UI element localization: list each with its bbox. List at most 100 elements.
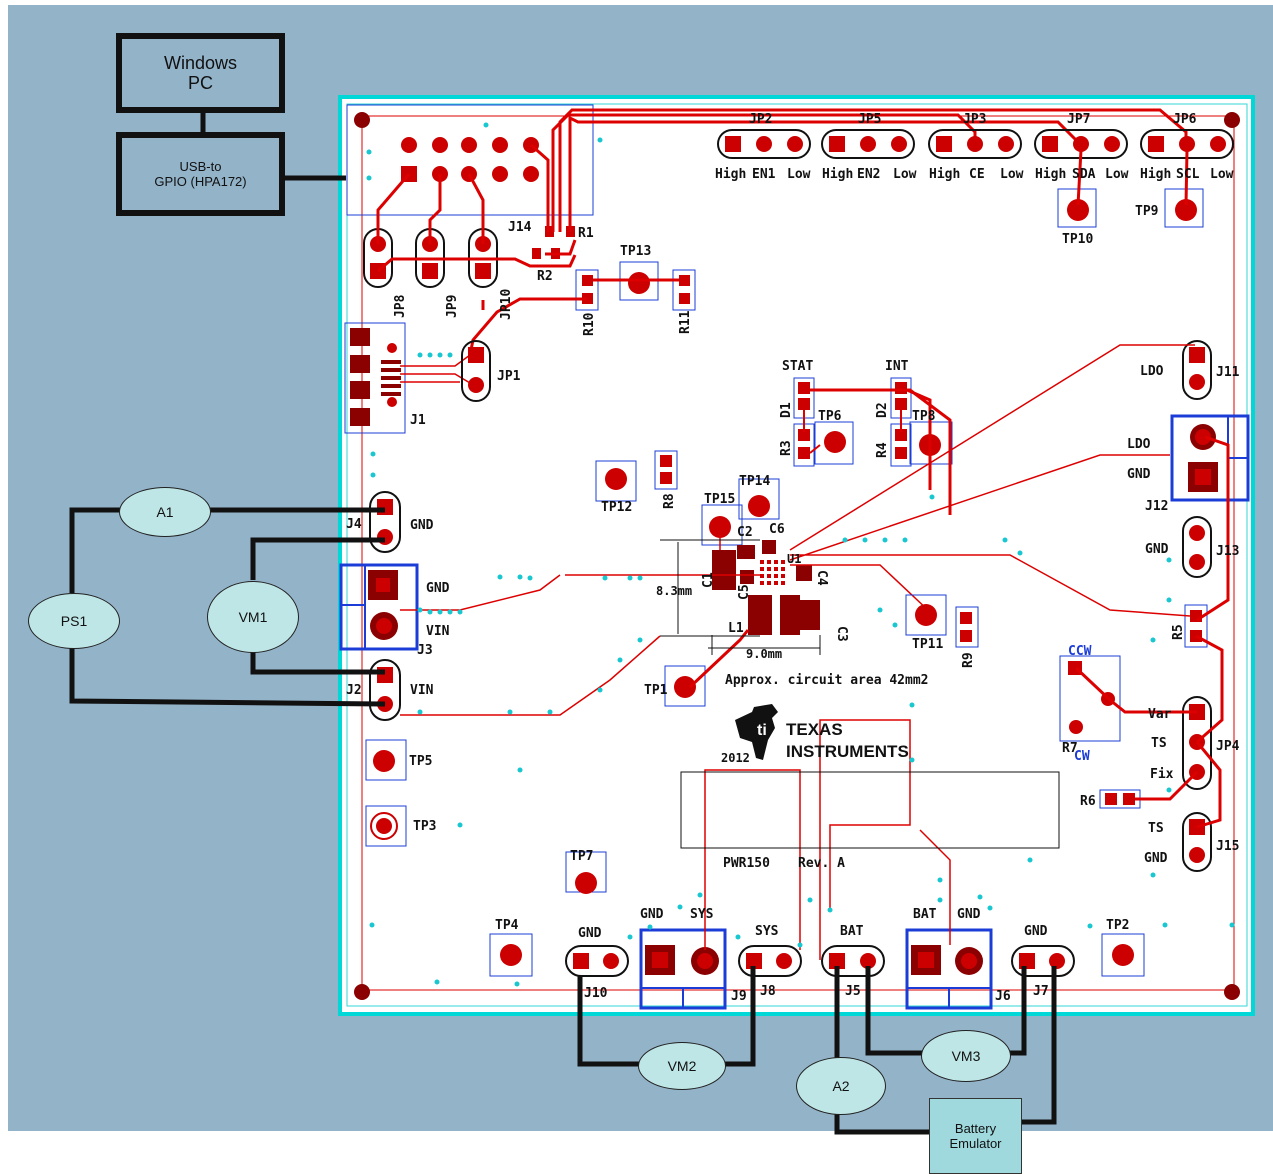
input-connectors xyxy=(339,491,661,847)
j5-bat-label: BAT xyxy=(840,924,864,939)
d1-label: D1 xyxy=(779,402,794,418)
mount-hole xyxy=(354,984,370,1000)
j14-label: J14 xyxy=(508,220,532,235)
tp12-label: TP12 xyxy=(601,500,632,515)
silkscreen-labels: High EN1 Low JP2 High EN2 Low JP5 High C… xyxy=(346,112,1240,1004)
power-supply-ps1: PS1 xyxy=(28,593,120,649)
battery-line2: Emulator xyxy=(949,1136,1002,1151)
tp3-label: TP3 xyxy=(413,819,436,834)
j8-sys-label: SYS xyxy=(755,924,779,939)
j4-label: J4 xyxy=(346,517,362,532)
rev-label: Rev. A xyxy=(798,856,845,871)
c5-label: C5 xyxy=(737,584,752,600)
jp5-low: Low xyxy=(893,167,917,182)
j7-gnd-label: GND xyxy=(1024,924,1048,939)
j1-label: J1 xyxy=(410,413,426,428)
jp3-label: JP3 xyxy=(963,112,986,127)
c4-label: C4 xyxy=(814,570,829,586)
j10-gnd-label: GND xyxy=(578,926,602,941)
jp4-label: JP4 xyxy=(1216,739,1240,754)
c2-label: C2 xyxy=(737,525,753,540)
jp7-low: Low xyxy=(1105,167,1129,182)
tp13-r10-r11 xyxy=(468,261,696,356)
jp9-label: JP9 xyxy=(445,295,460,318)
jp6-label: JP6 xyxy=(1173,112,1197,127)
j3-vin-label: VIN xyxy=(426,624,450,639)
j11-label: J11 xyxy=(1216,365,1240,380)
ts-label: TS xyxy=(1151,736,1167,751)
tp5-label: TP5 xyxy=(409,754,432,769)
ti-logo: ti xyxy=(735,704,778,760)
jp6-scl: SCL xyxy=(1176,167,1200,182)
usb-line1: USB-to xyxy=(179,159,222,174)
tp1-label: TP1 xyxy=(644,683,668,698)
tp9-label: TP9 xyxy=(1135,204,1158,219)
jp7-sda: SDA xyxy=(1072,167,1096,182)
label-area xyxy=(680,771,1060,849)
j7-label: J7 xyxy=(1033,984,1049,999)
j13-gnd-label: GND xyxy=(1145,542,1169,557)
j1-usb-connector xyxy=(344,322,471,434)
bottom-connectors xyxy=(489,719,1145,1010)
jp2-low: Low xyxy=(787,167,811,182)
svg-text:ti: ti xyxy=(757,722,767,739)
height-dimension: 8.3mm xyxy=(656,584,692,598)
j11-ldo-label: LDO xyxy=(1140,364,1164,379)
r5-label: R5 xyxy=(1171,624,1186,640)
l1-label: L1 xyxy=(728,621,744,636)
jp5-high: High xyxy=(822,167,853,182)
j6-bat-label: BAT xyxy=(913,907,937,922)
pc-line2: PC xyxy=(187,73,213,93)
jp7-high: High xyxy=(1035,167,1066,182)
j15-label: J15 xyxy=(1216,839,1239,854)
pc-line1: Windows xyxy=(163,53,238,73)
width-dimension: 9.0mm xyxy=(746,647,782,661)
tp4-label: TP4 xyxy=(495,918,519,933)
c3-label: C3 xyxy=(834,626,849,642)
vias xyxy=(366,122,1235,987)
tp6-label: TP6 xyxy=(818,409,842,424)
r9-label: R9 xyxy=(961,652,976,668)
j12-ldo-label: LDO xyxy=(1127,437,1151,452)
fix-label: Fix xyxy=(1150,767,1174,782)
jp7-label: JP7 xyxy=(1067,112,1090,127)
tp7-label: TP7 xyxy=(570,849,593,864)
tp13-label: TP13 xyxy=(620,244,651,259)
stat-label: STAT xyxy=(782,359,813,374)
j9-label: J9 xyxy=(731,989,747,1004)
var-label: Var xyxy=(1148,707,1172,722)
jp6-high: High xyxy=(1140,167,1171,182)
jp3-low: Low xyxy=(1000,167,1024,182)
c1-label: C1 xyxy=(701,572,716,588)
j3-label: J3 xyxy=(417,643,433,658)
tp14-label: TP14 xyxy=(739,474,770,489)
j15-gnd-label: GND xyxy=(1144,851,1168,866)
jp1 xyxy=(461,340,491,402)
pwr-label: PWR150 xyxy=(723,856,770,871)
int-label: INT xyxy=(885,359,909,374)
d2-label: D2 xyxy=(875,402,890,418)
tp2-label: TP2 xyxy=(1106,918,1129,933)
j10-label: J10 xyxy=(584,986,608,1001)
charger-ic-area xyxy=(565,344,1195,707)
area-note: Approx. circuit area 42mm2 xyxy=(725,673,929,688)
pcb-edge xyxy=(346,103,1248,1007)
r7-label: R7 xyxy=(1062,741,1078,756)
j15-ts-label: TS xyxy=(1148,821,1164,836)
jp3-high: High xyxy=(929,167,960,182)
r11-label: R11 xyxy=(678,310,693,334)
jp1-label: JP1 xyxy=(497,369,521,384)
j12-label: J12 xyxy=(1145,499,1168,514)
ammeter-a2: A2 xyxy=(796,1057,886,1115)
external-wiring xyxy=(69,104,1057,1135)
jp2-label: JP2 xyxy=(749,112,772,127)
mount-hole xyxy=(1224,984,1240,1000)
year-label: 2012 xyxy=(721,751,750,765)
usb-line2: GPIO (HPA172) xyxy=(154,174,247,189)
j4-gnd-label: GND xyxy=(410,518,434,533)
mount-hole xyxy=(1224,112,1240,128)
r3-label: R3 xyxy=(779,440,794,456)
